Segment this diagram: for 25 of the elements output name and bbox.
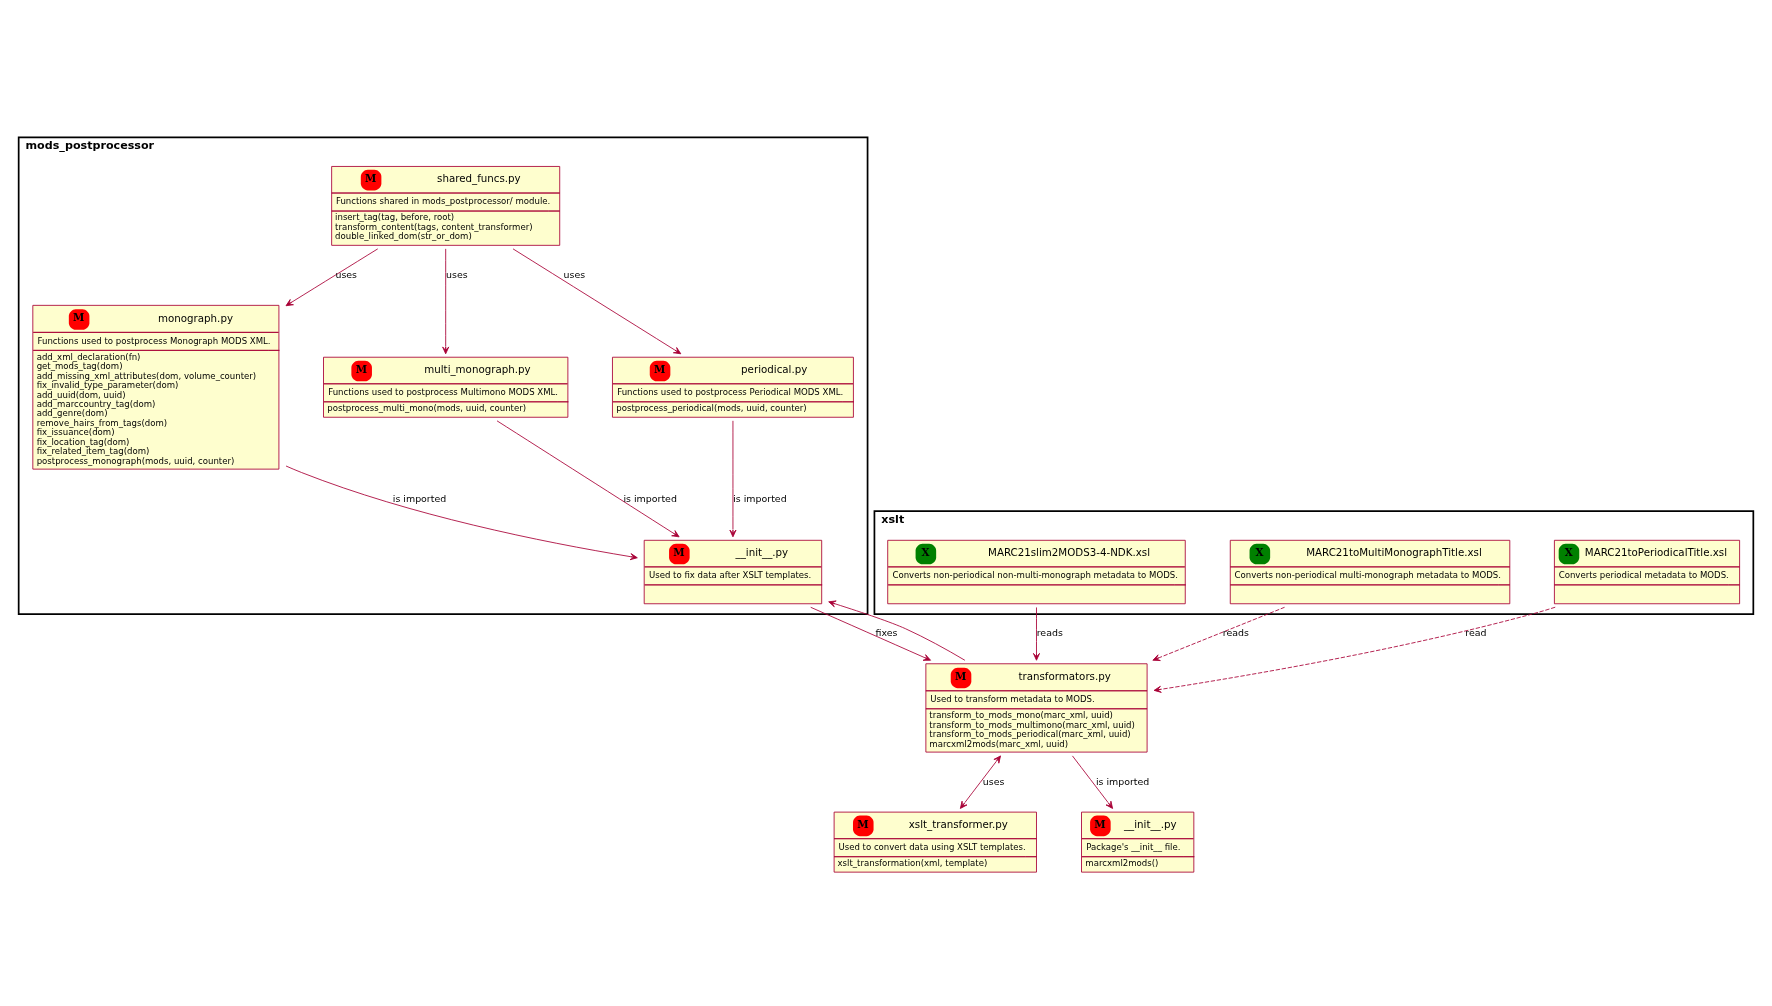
arrow: [496, 420, 680, 538]
edge-label: uses: [446, 268, 468, 280]
arrow: [828, 600, 966, 661]
arrow: [285, 465, 638, 561]
edge-label: uses: [982, 775, 1005, 787]
edge-label: reads: [1036, 627, 1063, 639]
arrow: [512, 248, 682, 355]
arrow: [810, 606, 931, 661]
edge-label: read: [1465, 627, 1487, 639]
edge-label: is imported: [623, 492, 677, 504]
arrow: [1152, 606, 1285, 661]
edge-label: reads: [1222, 627, 1249, 639]
edge-label: is imported: [1095, 775, 1150, 787]
arrow: [1072, 755, 1114, 809]
edge-label: is imported: [733, 492, 787, 504]
arrow: [959, 755, 1001, 809]
arrow: [1032, 607, 1040, 661]
arrow: [1153, 606, 1556, 693]
arrow: [285, 248, 379, 307]
edge-label: fixes: [875, 627, 898, 639]
edge-label: is imported: [392, 492, 447, 504]
edge-label: uses: [563, 268, 586, 280]
arrow: [729, 420, 737, 538]
edge-label: uses: [335, 268, 358, 280]
arrow: [442, 248, 450, 355]
